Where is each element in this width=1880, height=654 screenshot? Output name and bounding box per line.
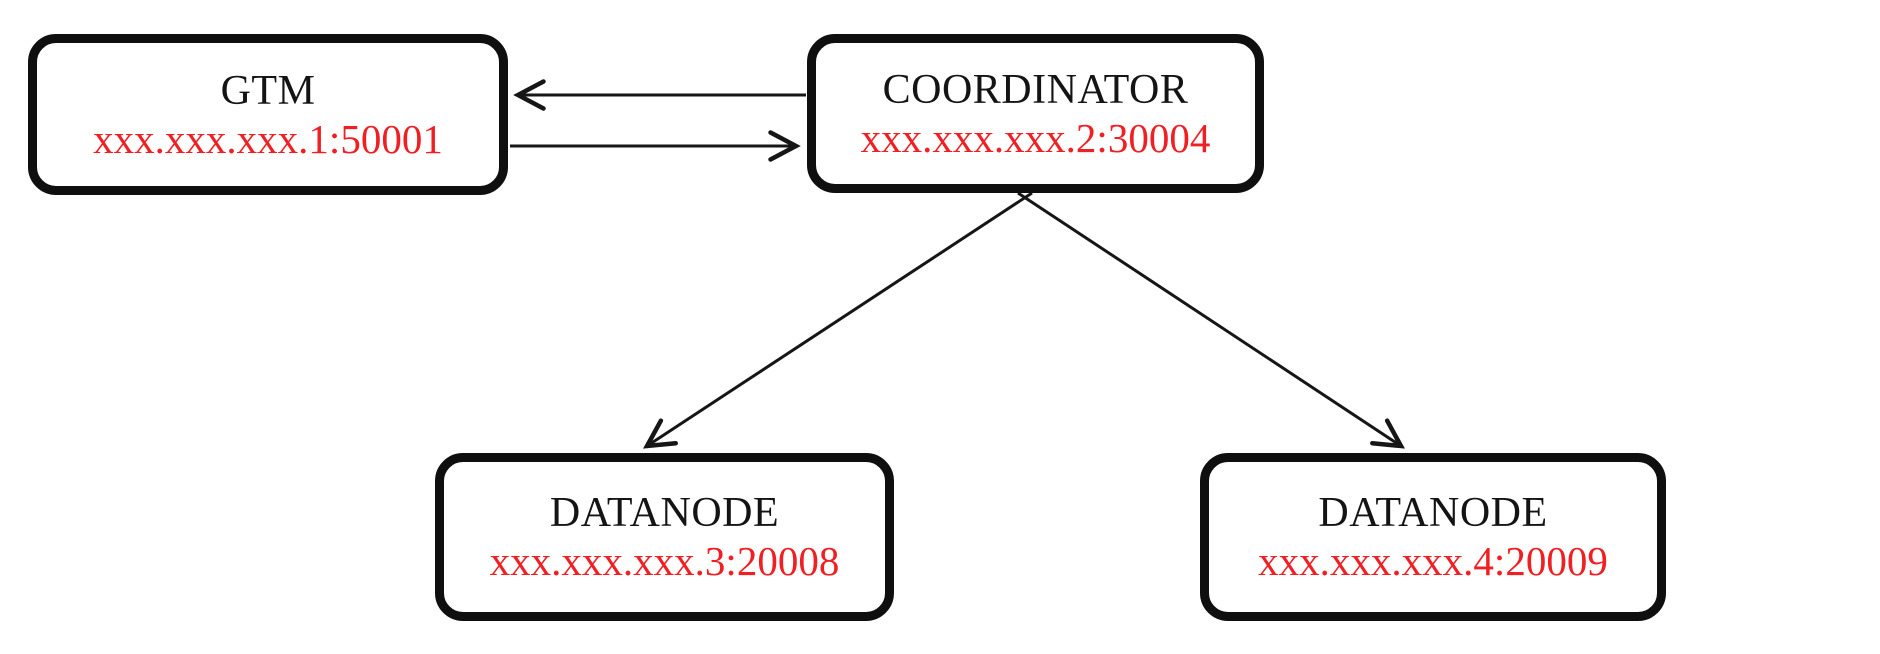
- node-gtm: GTM xxx.xxx.xxx.1:50001: [28, 34, 508, 195]
- node-datanode-1-address: xxx.xxx.xxx.3:20008: [489, 538, 840, 584]
- node-coordinator-label: COORDINATOR: [882, 66, 1189, 113]
- node-coordinator-address: xxx.xxx.xxx.2:30004: [860, 114, 1211, 161]
- node-datanode-1: DATANODE xxx.xxx.xxx.3:20008: [435, 453, 894, 621]
- node-datanode-1-label: DATANODE: [549, 490, 780, 536]
- edge-coordinator-to-datanode-1: [642, 191, 1033, 449]
- node-datanode-2-label: DATANODE: [1318, 490, 1548, 536]
- edge-coordinator-to-datanode-2: [1017, 191, 1406, 449]
- node-coordinator: COORDINATOR xxx.xxx.xxx.2:30004: [807, 34, 1264, 193]
- node-datanode-2: DATANODE xxx.xxx.xxx.4:20009: [1200, 453, 1666, 621]
- node-gtm-label: GTM: [220, 67, 316, 114]
- node-datanode-2-address: xxx.xxx.xxx.4:20009: [1258, 538, 1608, 584]
- node-gtm-address: xxx.xxx.xxx.1:50001: [93, 115, 443, 162]
